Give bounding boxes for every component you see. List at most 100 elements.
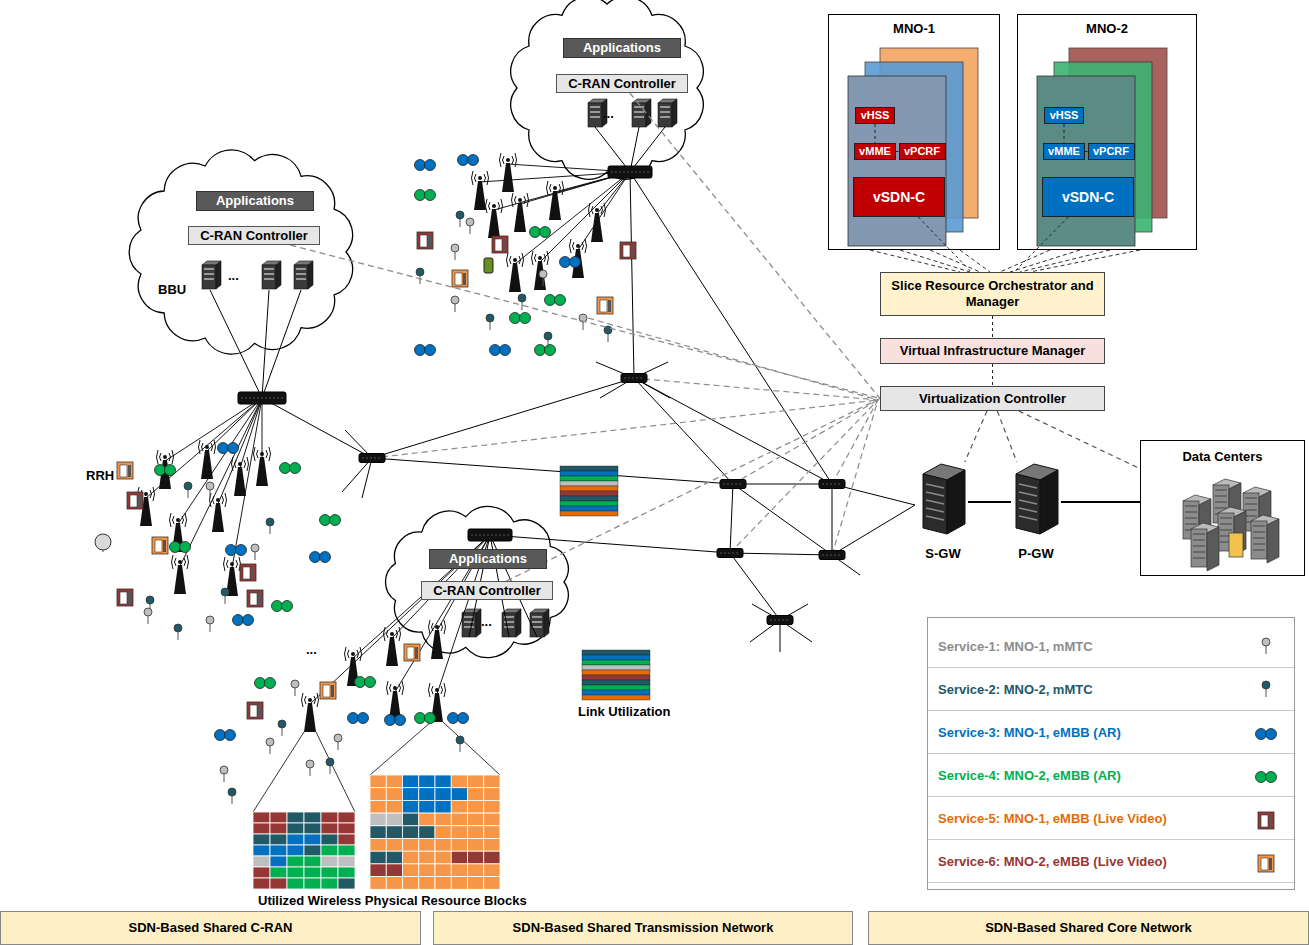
user-device [1258, 855, 1274, 872]
user-device [215, 730, 236, 741]
link-line [372, 378, 634, 458]
shape [1185, 518, 1197, 519]
shape [266, 518, 274, 526]
shape [202, 443, 204, 451]
shape [451, 800, 467, 813]
link-line [733, 484, 832, 485]
shape [544, 254, 546, 262]
shape [247, 457, 249, 471]
shape [357, 650, 359, 658]
shape [582, 680, 650, 685]
shape [415, 160, 426, 171]
gateway-server-icon [1006, 462, 1066, 536]
shape [484, 813, 500, 826]
shape [1019, 492, 1037, 496]
shape [441, 623, 443, 631]
shape [243, 615, 254, 626]
shape [420, 235, 427, 247]
shape [253, 834, 270, 845]
shape [634, 116, 644, 118]
node-label: MNO-2 [1086, 21, 1128, 37]
switch-icon [819, 480, 845, 489]
rrh-tower [507, 253, 524, 292]
shape [608, 300, 611, 312]
shape [386, 775, 402, 788]
shape [399, 627, 401, 641]
shape [321, 845, 338, 856]
connector [875, 124, 876, 143]
link-line [832, 484, 833, 555]
shape [320, 682, 336, 699]
shape [270, 845, 287, 856]
user-device [355, 677, 376, 688]
link-utilization-bars [560, 466, 618, 516]
user-device [451, 244, 459, 260]
shape [1193, 558, 1205, 559]
shape [582, 690, 650, 695]
shape [435, 851, 451, 864]
shape [152, 537, 168, 554]
shape [1220, 524, 1232, 525]
shape [570, 257, 581, 268]
shape [287, 856, 304, 867]
shape [419, 826, 435, 839]
part-label: Link Utilization [578, 704, 670, 719]
shape [304, 703, 316, 732]
node-label: C-RAN Controller [433, 583, 541, 599]
shape [165, 465, 176, 476]
shape [534, 261, 546, 290]
node-label: vHSS [861, 109, 890, 122]
shape [432, 623, 434, 631]
user-device [247, 702, 263, 719]
shape [321, 867, 338, 878]
shape [484, 839, 500, 852]
shape [287, 812, 304, 823]
cloud-outline [511, 0, 704, 179]
user-device [1262, 681, 1270, 697]
shape [623, 245, 630, 257]
ellipsis-label: ... [481, 614, 492, 629]
connector [1064, 124, 1065, 143]
shape [592, 206, 594, 214]
shape [120, 465, 127, 477]
legend-sample [1248, 759, 1284, 795]
shape [518, 198, 522, 202]
shape [510, 313, 521, 324]
slice-layer [1037, 76, 1135, 246]
shape [280, 463, 291, 474]
node-label: SDN-Based Shared Transmission Network [513, 920, 774, 936]
shape [185, 513, 187, 527]
shape [174, 624, 182, 632]
user-device [266, 738, 274, 754]
shape [474, 181, 486, 210]
shape [466, 218, 474, 226]
node-box: C-RAN Controller [556, 74, 688, 93]
link-line [630, 172, 634, 378]
shape [476, 609, 481, 637]
shape [560, 486, 618, 491]
link-line [180, 398, 262, 566]
shape [544, 332, 552, 340]
shape [215, 730, 226, 741]
shape [535, 345, 546, 356]
node-label: Data Centers [1182, 449, 1262, 465]
shape [360, 647, 362, 661]
node-label: Applications [583, 40, 661, 56]
shape [264, 268, 274, 270]
shape [308, 698, 312, 702]
link-line [634, 378, 878, 400]
shape [486, 199, 488, 213]
link-line [730, 553, 832, 555]
shape [570, 239, 572, 253]
node-label: MNO-1 [893, 21, 935, 37]
server-icon [658, 99, 677, 127]
data-center-icon [1143, 471, 1303, 571]
connector [992, 364, 993, 386]
shape [204, 268, 214, 270]
shape [213, 496, 215, 504]
shape [348, 650, 350, 658]
shape [1258, 855, 1274, 872]
link-line [900, 250, 970, 272]
shape [221, 588, 229, 596]
